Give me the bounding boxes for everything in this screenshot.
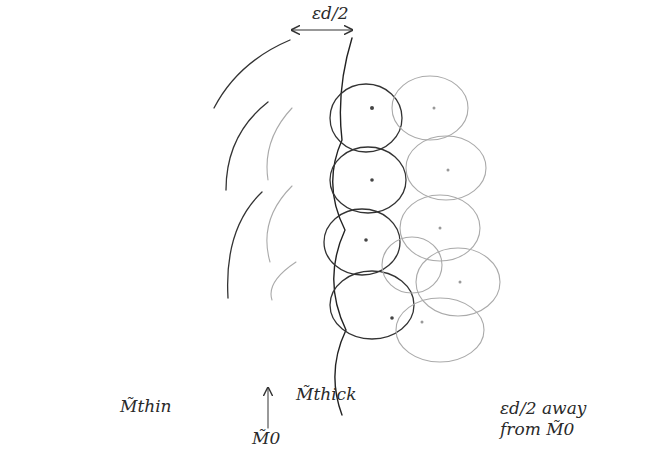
manifold-label: M̃thick [296, 384, 356, 405]
pointer-arrow [267, 388, 268, 428]
distance-arrow [292, 29, 352, 30]
cover-balls [324, 84, 414, 339]
ball-centres [364, 106, 461, 324]
thick-curve [333, 38, 352, 415]
manifold-label: M̃thin [120, 396, 172, 417]
distance-label: εd/2 [312, 3, 349, 24]
thin-curve [214, 40, 290, 298]
manifold-label: M̃0 [252, 428, 280, 449]
cover-balls-grey [382, 76, 500, 362]
zero-curve [267, 108, 296, 300]
note-label: εd/2 away from M̃0 [500, 398, 620, 441]
